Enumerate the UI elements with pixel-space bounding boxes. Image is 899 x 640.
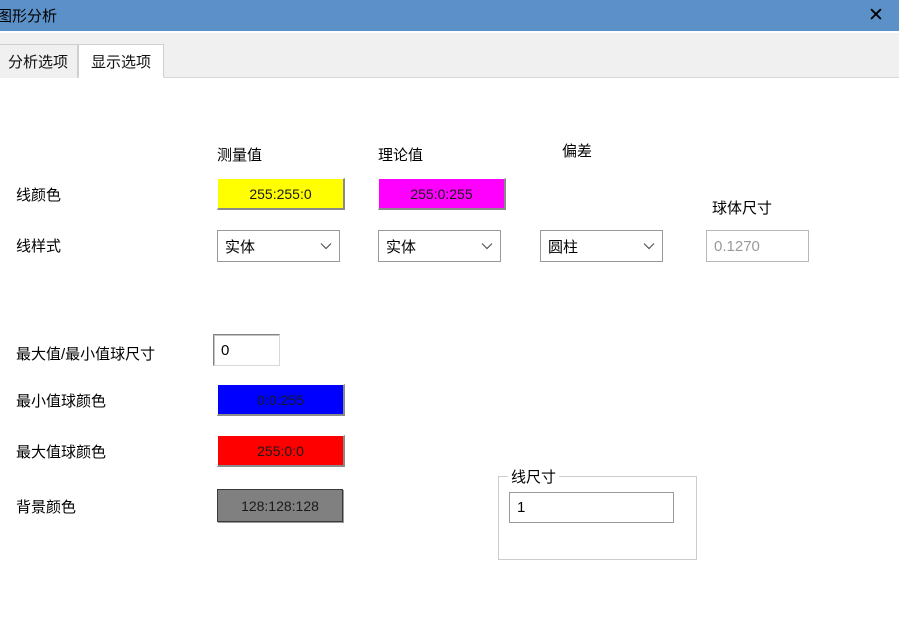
- chevron-down-icon: [474, 242, 500, 250]
- chevron-down-icon: [636, 242, 662, 250]
- label-line-style: 线样式: [16, 238, 62, 255]
- label-sphere-size: 球体尺寸: [712, 200, 773, 217]
- tab-analysis-options[interactable]: 分析选项: [0, 44, 78, 78]
- line-size-input[interactable]: 1: [509, 492, 674, 523]
- label-max-sphere-color: 最大值球颜色: [16, 444, 107, 461]
- label-max-min-sphere-size: 最大值/最小值球尺寸: [16, 346, 156, 363]
- line-color-theoretical-swatch[interactable]: 255:0:255: [378, 178, 506, 210]
- swatch-value: 128:128:128: [241, 497, 319, 514]
- line-style-theoretical-select[interactable]: 实体: [378, 230, 501, 262]
- background-color-swatch[interactable]: 128:128:128: [217, 489, 343, 522]
- line-size-group-title: 线尺寸: [508, 466, 560, 487]
- select-value: 实体: [225, 238, 256, 256]
- display-options-panel: 测量值 理论值 偏差 线颜色 255:255:0 255:0:255 球体尺寸 …: [0, 78, 899, 640]
- sphere-size-input[interactable]: 0.1270: [706, 230, 809, 262]
- label-background-color: 背景颜色: [16, 499, 77, 516]
- sphere-size-value: 0.1270: [714, 237, 760, 255]
- chevron-down-icon: [313, 242, 339, 250]
- tab-label: 显示选项: [90, 53, 151, 71]
- min-sphere-color-swatch[interactable]: 0:0:255: [217, 384, 345, 416]
- swatch-value: 255:0:0: [257, 442, 304, 459]
- max-sphere-color-swatch[interactable]: 255:0:0: [217, 435, 345, 467]
- line-style-deviation-select[interactable]: 圆柱: [540, 230, 663, 262]
- max-min-sphere-size-input[interactable]: 0: [213, 334, 280, 366]
- tab-label: 分析选项: [7, 54, 68, 71]
- label-min-sphere-color: 最小值球颜色: [16, 393, 107, 410]
- select-value: 实体: [386, 238, 417, 256]
- swatch-value: 255:255:0: [249, 185, 312, 202]
- column-header-theoretical: 理论值: [378, 147, 424, 164]
- swatch-value: 0:0:255: [257, 391, 304, 408]
- line-color-measured-swatch[interactable]: 255:255:0: [217, 178, 345, 210]
- window-titlebar: 图形分析 ✕: [0, 0, 899, 31]
- line-size-value: 1: [517, 499, 526, 516]
- line-style-measured-select[interactable]: 实体: [217, 230, 340, 262]
- max-min-sphere-size-value: 0: [221, 341, 230, 359]
- swatch-value: 255:0:255: [410, 185, 473, 202]
- window-title: 图形分析: [0, 8, 58, 25]
- label-line-color: 线颜色: [16, 187, 62, 204]
- line-size-groupbox: 线尺寸 1: [498, 466, 697, 560]
- close-icon[interactable]: ✕: [868, 5, 884, 26]
- column-header-deviation: 偏差: [562, 143, 593, 160]
- tab-display-options[interactable]: 显示选项: [78, 44, 164, 78]
- tab-strip: 分析选项 显示选项: [0, 33, 899, 78]
- column-header-measured: 测量值: [217, 147, 263, 164]
- select-value: 圆柱: [548, 238, 579, 256]
